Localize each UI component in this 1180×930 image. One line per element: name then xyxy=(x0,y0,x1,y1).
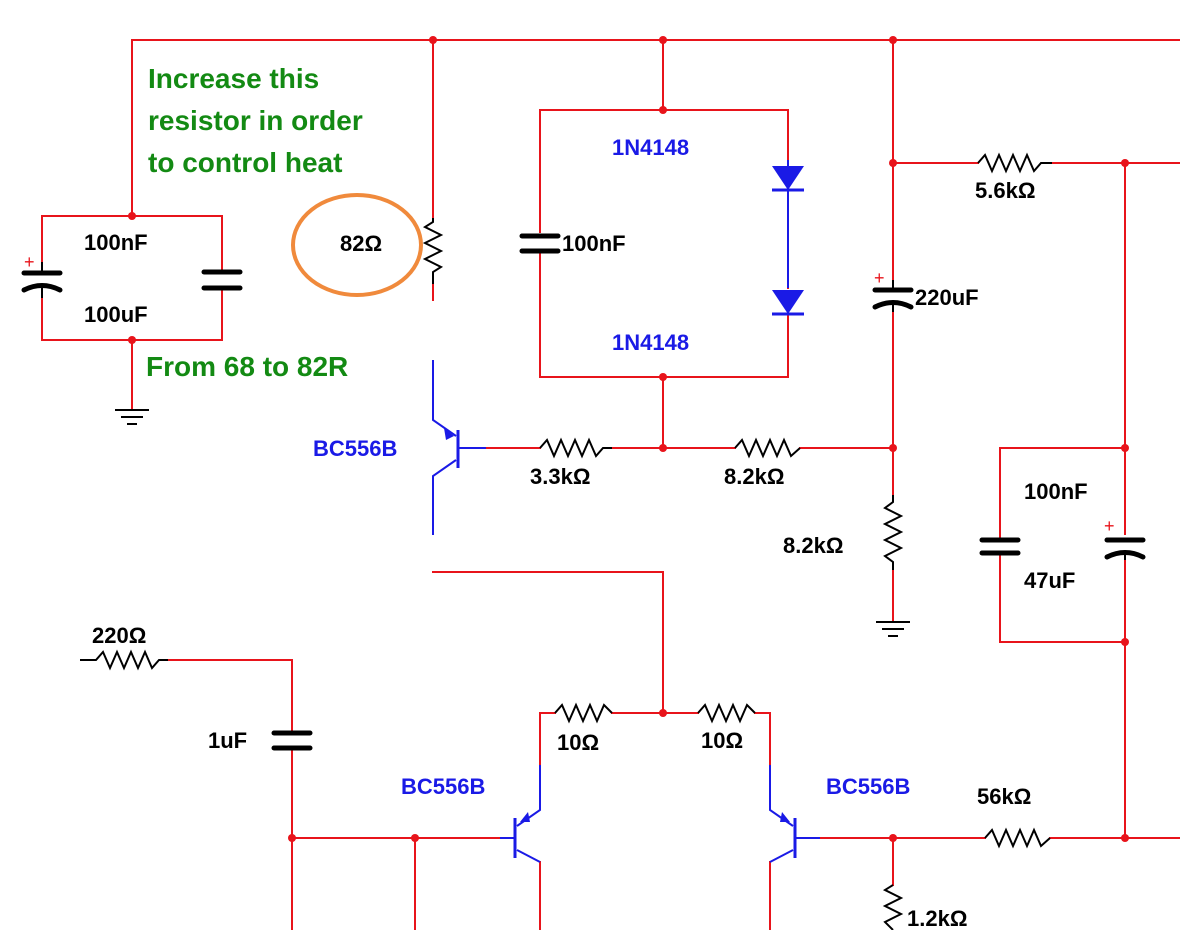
label-1uf: 1uF xyxy=(208,728,247,753)
annotation-line-1: Increase this xyxy=(148,63,319,94)
annotation-line-2: resistor in order xyxy=(148,105,363,136)
resistor-56k[interactable] xyxy=(984,827,1051,849)
label-8k2-series: 8.2kΩ xyxy=(724,464,784,489)
polarity-plus-icon: + xyxy=(1104,516,1115,536)
resistor-10ohm-right[interactable] xyxy=(697,702,756,724)
label-100nf-right: 100nF xyxy=(1024,479,1088,504)
capacitor-100nf-left[interactable] xyxy=(201,269,243,291)
transistor-bc556b-top[interactable] xyxy=(432,360,486,535)
label-220ohm: 220Ω xyxy=(92,623,146,648)
capacitor-220uf[interactable]: + xyxy=(872,268,914,312)
capacitor-1uf[interactable] xyxy=(271,730,313,751)
resistor-8k2-series[interactable] xyxy=(734,437,801,459)
label-47uf: 47uF xyxy=(1024,568,1075,593)
resistor-10ohm-left[interactable] xyxy=(554,702,613,724)
resistor-8k2-shunt[interactable] xyxy=(882,495,904,570)
label-220uf: 220uF xyxy=(915,285,979,310)
label-3k3: 3.3kΩ xyxy=(530,464,590,489)
label-1k2: 1.2kΩ xyxy=(907,906,967,930)
resistor-3k3[interactable] xyxy=(539,437,612,459)
label-5k6: 5.6kΩ xyxy=(975,178,1035,203)
label-100nf-bias: 100nF xyxy=(562,231,626,256)
label-10ohm-left: 10Ω xyxy=(557,730,599,755)
label-q-right: BC556B xyxy=(826,774,910,799)
polarity-plus-icon: + xyxy=(874,268,885,288)
capacitor-100nf-right[interactable] xyxy=(979,537,1021,556)
capacitor-47uf[interactable]: + xyxy=(1104,516,1146,560)
annotation-change-note: From 68 to 82R xyxy=(146,351,348,382)
label-100nf-left: 100nF xyxy=(84,230,148,255)
label-q-top: BC556B xyxy=(313,436,397,461)
junctions xyxy=(128,36,1129,842)
label-diode-top: 1N4148 xyxy=(612,135,689,160)
label-8k2-shunt: 8.2kΩ xyxy=(783,533,843,558)
label-56k: 56kΩ xyxy=(977,784,1031,809)
annotation-line-3: to control heat xyxy=(148,147,342,178)
resistor-82ohm[interactable] xyxy=(422,218,444,301)
polarity-plus-icon: + xyxy=(24,252,35,272)
resistor-5k6[interactable] xyxy=(977,152,1052,174)
transistor-bc556b-right[interactable] xyxy=(769,765,820,863)
label-10ohm-right: 10Ω xyxy=(701,728,743,753)
label-100uf-left: 100uF xyxy=(84,302,148,327)
transistor-bc556b-left[interactable] xyxy=(500,765,541,863)
ground-icon xyxy=(876,621,910,637)
ground-icon xyxy=(115,409,149,425)
resistor-1k2[interactable] xyxy=(882,884,904,930)
resistor-220ohm[interactable] xyxy=(80,649,168,671)
label-diode-bottom: 1N4148 xyxy=(612,330,689,355)
label-82ohm: 82Ω xyxy=(340,231,382,256)
highlight-circle xyxy=(291,193,423,297)
capacitor-100nf-bias[interactable] xyxy=(519,233,561,254)
label-q-left: BC556B xyxy=(401,774,485,799)
diode-1n4148-top[interactable] xyxy=(772,160,804,288)
diode-1n4148-bottom[interactable] xyxy=(772,290,804,316)
capacitor-100uf-left[interactable]: + xyxy=(21,252,63,298)
